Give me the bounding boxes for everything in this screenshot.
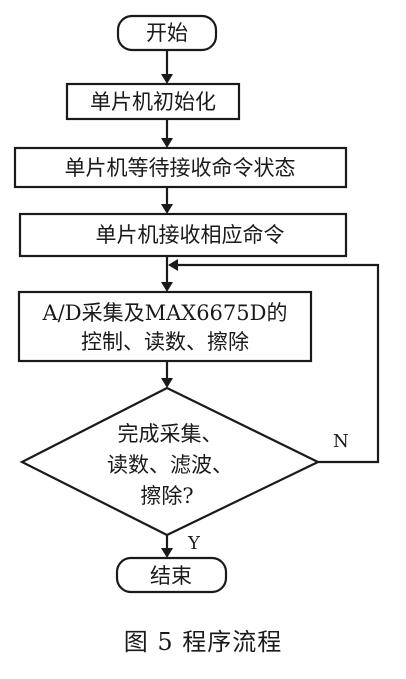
receive-box [18, 212, 348, 258]
arrow-init-wait [161, 138, 173, 148]
decision-label-line1: 完成采集、 [118, 422, 223, 446]
decision-label-line3: 擦除? [140, 484, 193, 508]
end-terminator [115, 556, 228, 594]
loop-connector-no [178, 263, 380, 464]
arrow-start-init [161, 74, 173, 84]
process-label-line2: 控制、读数、擦除 [81, 330, 249, 354]
arrow-decision-end [161, 548, 173, 558]
init-box [65, 82, 241, 121]
receive-label: 单片机接收相应命令 [96, 223, 285, 247]
branch-label-no: N [333, 431, 349, 452]
branch-label-yes: Y [187, 533, 201, 554]
figure-caption: 图 5 程序流程 [123, 628, 283, 656]
start-label: 开始 [146, 21, 188, 45]
decision-label-line2: 读数、滤波、 [107, 453, 233, 477]
wait-label: 单片机等待接收命令状态 [65, 156, 296, 180]
process-box [17, 290, 313, 363]
arrow-loop-no [168, 259, 178, 271]
end-label: 结束 [150, 564, 192, 588]
arrow-process-decision [161, 378, 173, 388]
wait-box [13, 146, 348, 189]
arrow-receive-process [161, 282, 173, 292]
init-label: 单片机初始化 [90, 90, 216, 114]
arrow-wait-receive [161, 204, 173, 214]
process-label-line1: A/D采集及MAX6675D的 [42, 301, 288, 325]
